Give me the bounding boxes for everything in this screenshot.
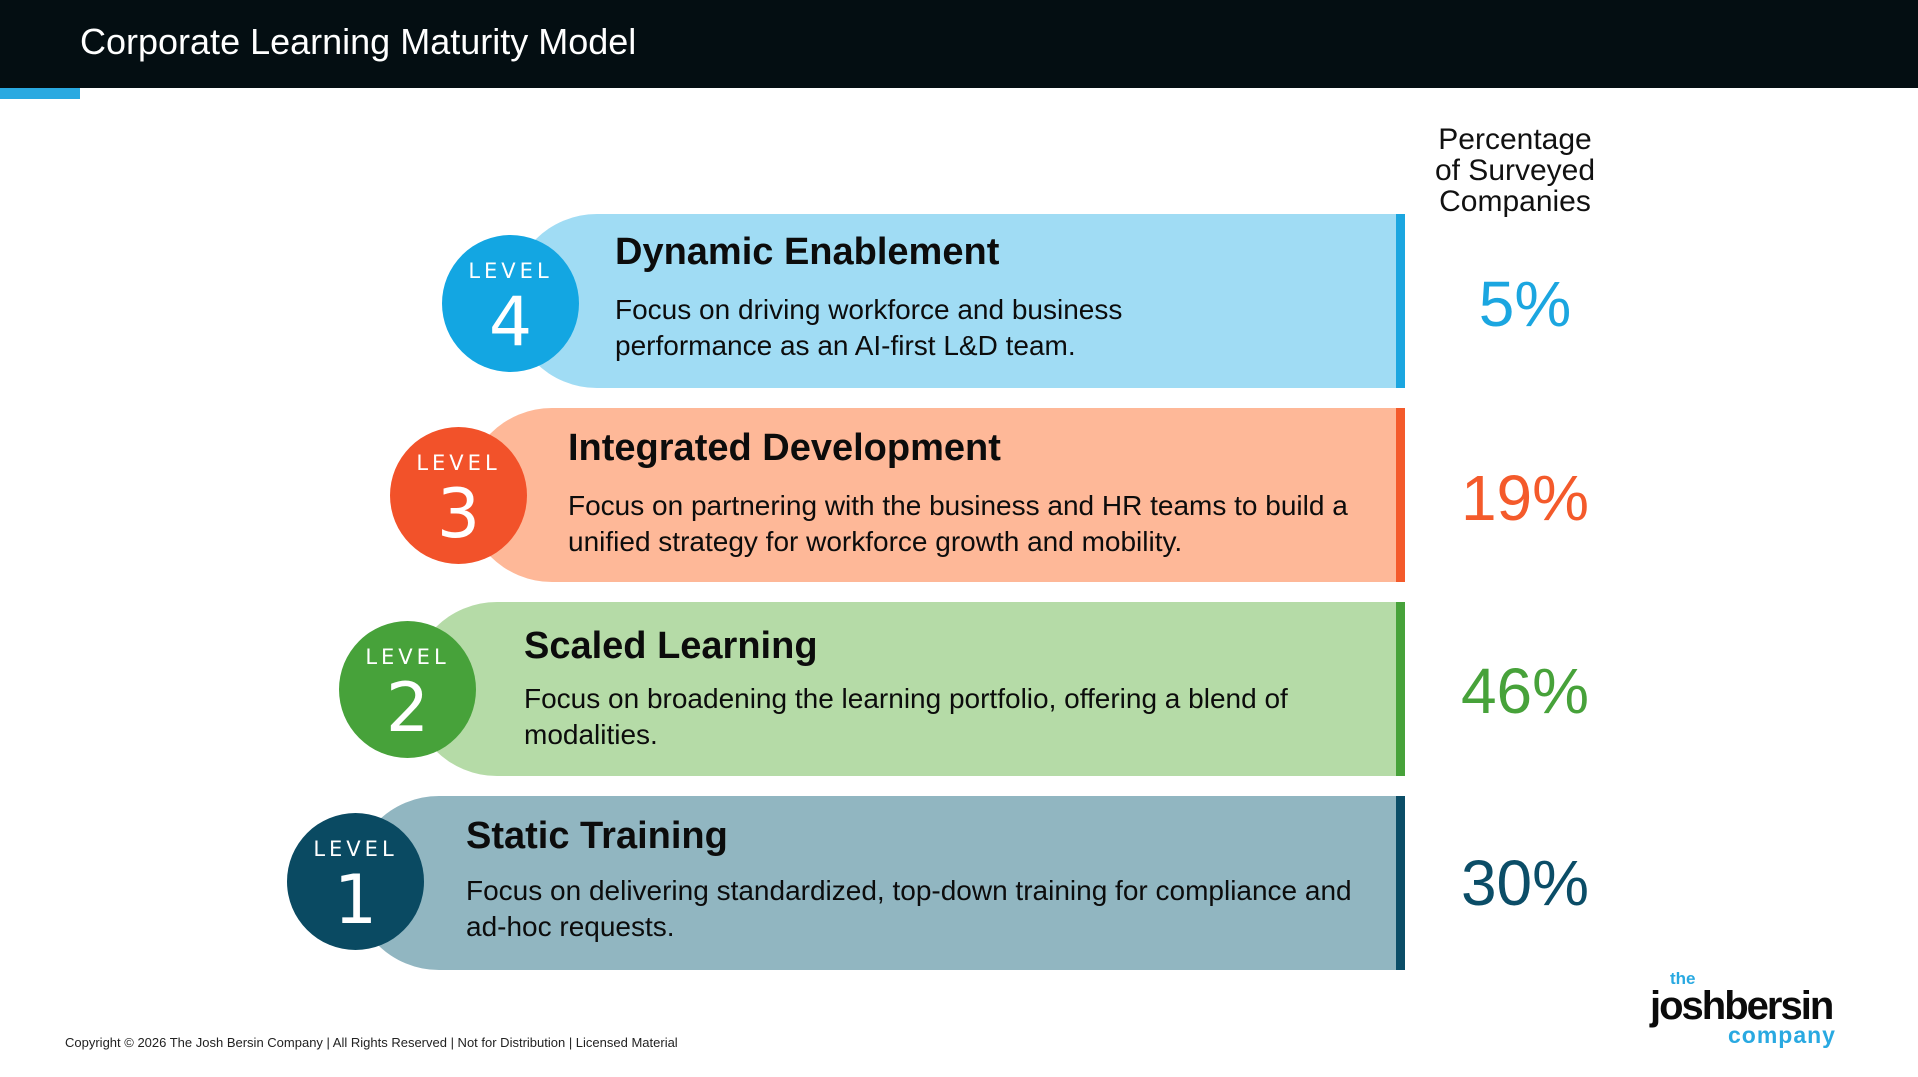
level-title: Scaled Learning <box>524 625 818 667</box>
level-description: Focus on partnering with the business an… <box>568 490 1348 557</box>
logo-company-text: company <box>1728 1022 1836 1048</box>
level-badge-number: 1 <box>333 861 378 940</box>
level-badge-number: 4 <box>488 283 533 362</box>
level-badge: LEVEL 2 <box>339 621 476 758</box>
level-banner <box>352 796 1405 970</box>
level-badge: LEVEL 3 <box>390 427 527 564</box>
level-banner <box>510 214 1405 388</box>
logo-name-text: joshbersin <box>1650 984 1834 1028</box>
level-percentage: 19% <box>1460 462 1590 534</box>
page-title: Corporate Learning Maturity Model <box>80 21 637 62</box>
level-badge-label: LEVEL <box>313 837 398 861</box>
level-banner-edge <box>1396 602 1405 776</box>
level-banner-edge <box>1396 214 1405 388</box>
level-description: Focus on delivering standardized, top-do… <box>466 875 1352 942</box>
level-percentage: 5% <box>1478 268 1572 340</box>
header-accent-bar <box>0 88 80 99</box>
header-bar: Corporate Learning Maturity Model <box>0 0 1918 88</box>
percentage-heading-line: Companies <box>1439 185 1591 218</box>
level-badge-number: 3 <box>436 475 481 554</box>
level-banner-edge <box>1396 408 1405 582</box>
logo-the-text: the <box>1670 969 1696 988</box>
level-banner <box>465 408 1405 582</box>
level-badge-label: LEVEL <box>468 259 553 283</box>
level-badge-label: LEVEL <box>365 645 450 669</box>
percentage-heading-line: Percentage <box>1438 123 1592 156</box>
level-badge: LEVEL 1 <box>287 813 424 950</box>
level-title: Static Training <box>466 815 728 857</box>
level-percentage: 46% <box>1460 655 1590 727</box>
copyright-notice: Copyright © 2026 The Josh Bersin Company… <box>65 1035 678 1050</box>
level-badge-number: 2 <box>385 669 430 748</box>
level-percentage: 30% <box>1460 847 1590 919</box>
level-title: Integrated Development <box>568 427 1001 469</box>
level-description: Focus on driving workforce and business … <box>615 294 1123 361</box>
percentage-column-heading: Percentage of Surveyed Companies <box>1400 124 1630 217</box>
percentage-heading-line: of Surveyed <box>1434 154 1596 187</box>
level-banner <box>410 602 1405 776</box>
company-logo: the joshbersin company <box>1640 968 1850 1049</box>
level-badge-label: LEVEL <box>416 451 501 475</box>
level-banner-edge <box>1396 796 1405 970</box>
level-title: Dynamic Enablement <box>615 231 1000 273</box>
level-badge: LEVEL 4 <box>442 235 579 372</box>
level-description: Focus on broadening the learning portfol… <box>524 683 1288 750</box>
